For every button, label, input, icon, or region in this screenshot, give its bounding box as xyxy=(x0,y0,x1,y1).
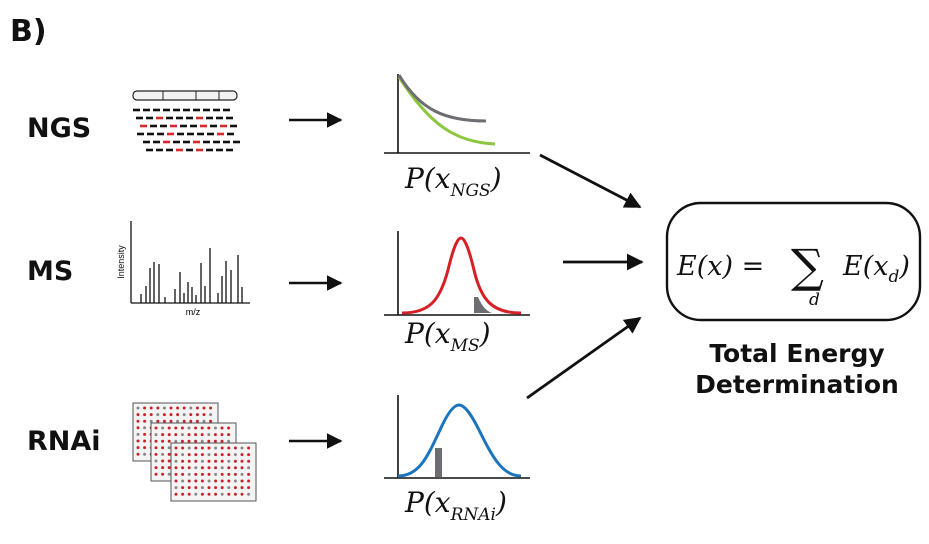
rnai-plate xyxy=(170,442,257,502)
energy-rhs: E(xd) xyxy=(842,251,910,287)
caption-line1: Total Energy xyxy=(709,339,884,368)
dist-label-ngs: P(xNGS) xyxy=(404,162,502,201)
arrow-rnai-to-energy xyxy=(526,316,642,400)
panel-label: B) xyxy=(10,14,47,49)
sum-index: d xyxy=(809,290,820,310)
row-label-ms: MS xyxy=(27,256,73,287)
arrow-ngs-to-energy xyxy=(539,153,642,209)
caption-line2: Determination xyxy=(695,370,899,399)
ms-spectrum-plot: Intensity m/z xyxy=(116,221,250,317)
dist-label-ms: P(xMS) xyxy=(404,317,491,356)
sum-symbol: ∑ xyxy=(791,239,824,293)
dist-label-rnai: P(xRNAi) xyxy=(404,486,507,525)
rnai-distribution-plot xyxy=(384,395,530,479)
row-label-rnai: RNAi xyxy=(27,426,101,457)
rnai-plates-icon xyxy=(132,402,257,502)
ngs-reads-icon xyxy=(132,90,240,152)
ms-ylabel: Intensity xyxy=(116,245,126,279)
energy-equation-box xyxy=(665,201,922,322)
ms-distribution-plot xyxy=(384,231,530,316)
energy-lhs: E(x) = xyxy=(676,251,764,282)
ngs-distribution-plot xyxy=(384,74,530,154)
row-label-ngs: NGS xyxy=(27,113,91,144)
ms-xlabel: m/z xyxy=(186,307,201,317)
